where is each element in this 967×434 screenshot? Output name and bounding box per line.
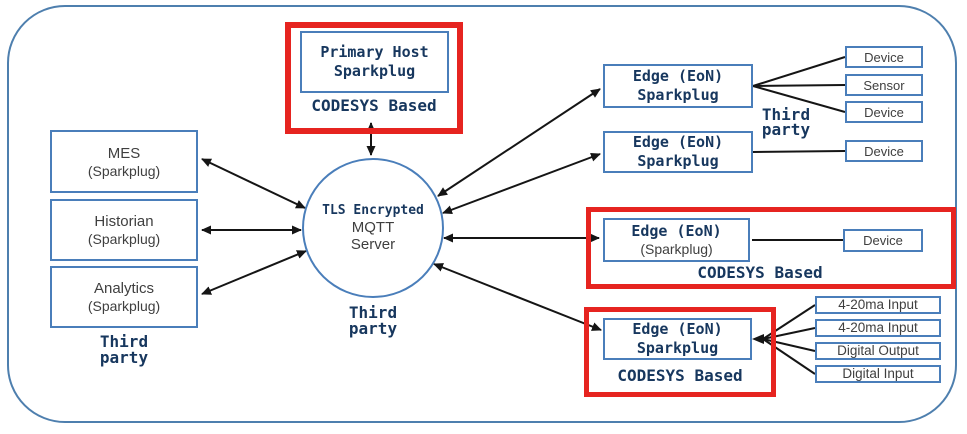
edge2-label-line1: Edge (EoN): [632, 133, 724, 151]
primary-host-codesys-caption: CODESYS Based: [311, 96, 437, 115]
historian-node: Historian (Sparkplug): [50, 199, 198, 261]
analytics-subtitle: (Sparkplug): [87, 298, 161, 314]
server-label-line3: Server: [350, 236, 396, 253]
edge1-device1-node: Device: [845, 46, 923, 68]
edge3-device-node: Device: [843, 229, 923, 252]
edge1-device2-node: Device: [845, 101, 923, 123]
arrow-mes-server: [201, 158, 306, 209]
diagram-frame: [7, 5, 957, 423]
right-third-party-caption: Third party: [752, 105, 820, 139]
analytics-node: Analytics (Sparkplug): [50, 266, 198, 328]
historian-subtitle: (Sparkplug): [87, 231, 161, 247]
edge3-codesys-caption: CODESYS Based: [697, 263, 823, 282]
edge1-node: Edge (EoN) Sparkplug: [603, 64, 753, 108]
edge3-label-line1: Edge (EoN): [631, 222, 722, 240]
edge4-node: Edge (EoN) Sparkplug: [603, 318, 752, 360]
edge4-codesys-caption: CODESYS Based: [617, 366, 743, 385]
edge1-device2-label: Device: [864, 104, 904, 120]
codesys-highlight-primary-host: [285, 22, 463, 134]
line-edge2-device: [752, 150, 846, 153]
line-edge1-device1: [752, 56, 846, 87]
edge1-device1-label: Device: [864, 49, 904, 65]
edge3-node: Edge (EoN) (Sparkplug): [603, 218, 750, 262]
edge2-device-node: Device: [845, 140, 923, 162]
codesys-highlight-edge3: [586, 207, 956, 289]
edge1-label-line2: Sparkplug: [637, 86, 719, 104]
server-label-line1: TLS Encrypted: [322, 203, 424, 218]
edge4-io1-node: 4-20ma Input: [815, 296, 941, 314]
primary-host-label-line2: Sparkplug: [333, 62, 416, 80]
left-third-party-caption: Third party: [50, 334, 198, 366]
codesys-highlight-edge4: [584, 307, 776, 397]
right-third-party-line2: party: [761, 120, 811, 139]
left-third-party-line1: Third: [99, 332, 149, 351]
analytics-title: Analytics: [93, 280, 155, 297]
edge4-io1-label: 4-20ma Input: [838, 297, 918, 312]
edge1-sensor-node: Sensor: [845, 74, 923, 96]
edge2-label-line2: Sparkplug: [637, 152, 719, 170]
edge4-io2-label: 4-20ma Input: [838, 320, 918, 335]
server-third-party-line2: party: [348, 319, 398, 338]
edge2-device-label: Device: [864, 143, 904, 159]
mes-subtitle: (Sparkplug): [87, 162, 161, 179]
edge3-label-line2: (Sparkplug): [640, 241, 713, 257]
edge4-io2-node: 4-20ma Input: [815, 319, 941, 337]
arrow-server-edge4: [433, 263, 602, 331]
edge4-io4-node: Digital Input: [815, 365, 941, 383]
left-third-party-line2: party: [99, 348, 149, 367]
right-third-party-line1: Third: [761, 105, 811, 124]
edge4-label-line1: Edge (EoN): [632, 320, 723, 338]
historian-title: Historian: [94, 213, 154, 230]
mes-node: MES (Sparkplug): [50, 130, 198, 193]
edge4-label-line2: Sparkplug: [636, 339, 719, 357]
edge4-fan-arrowhead: [752, 334, 764, 344]
edge4-io4-label: Digital Input: [842, 366, 914, 381]
edge2-node: Edge (EoN) Sparkplug: [603, 131, 753, 173]
edge4-io3-label: Digital Output: [837, 343, 919, 358]
server-third-party-line1: Third: [348, 303, 398, 322]
primary-host-node: Primary Host Sparkplug: [300, 31, 449, 93]
edge1-label-line1: Edge (EoN): [632, 67, 724, 85]
server-third-party-caption: Third party: [302, 305, 444, 337]
mes-title: MES: [107, 144, 141, 162]
primary-host-label-line1: Primary Host: [320, 43, 429, 61]
arrow-server-edge2: [442, 152, 601, 215]
edge1-sensor-label: Sensor: [863, 77, 905, 93]
mqtt-server-node: TLS Encrypted MQTT Server: [302, 158, 444, 298]
arrow-analytics-server: [201, 250, 307, 295]
line-edge1-sensor: [752, 84, 846, 87]
edge3-device-label: Device: [863, 233, 903, 248]
line-edge1-device2: [752, 85, 846, 113]
server-label-line2: MQTT: [351, 219, 395, 236]
edge4-io3-node: Digital Output: [815, 342, 941, 360]
